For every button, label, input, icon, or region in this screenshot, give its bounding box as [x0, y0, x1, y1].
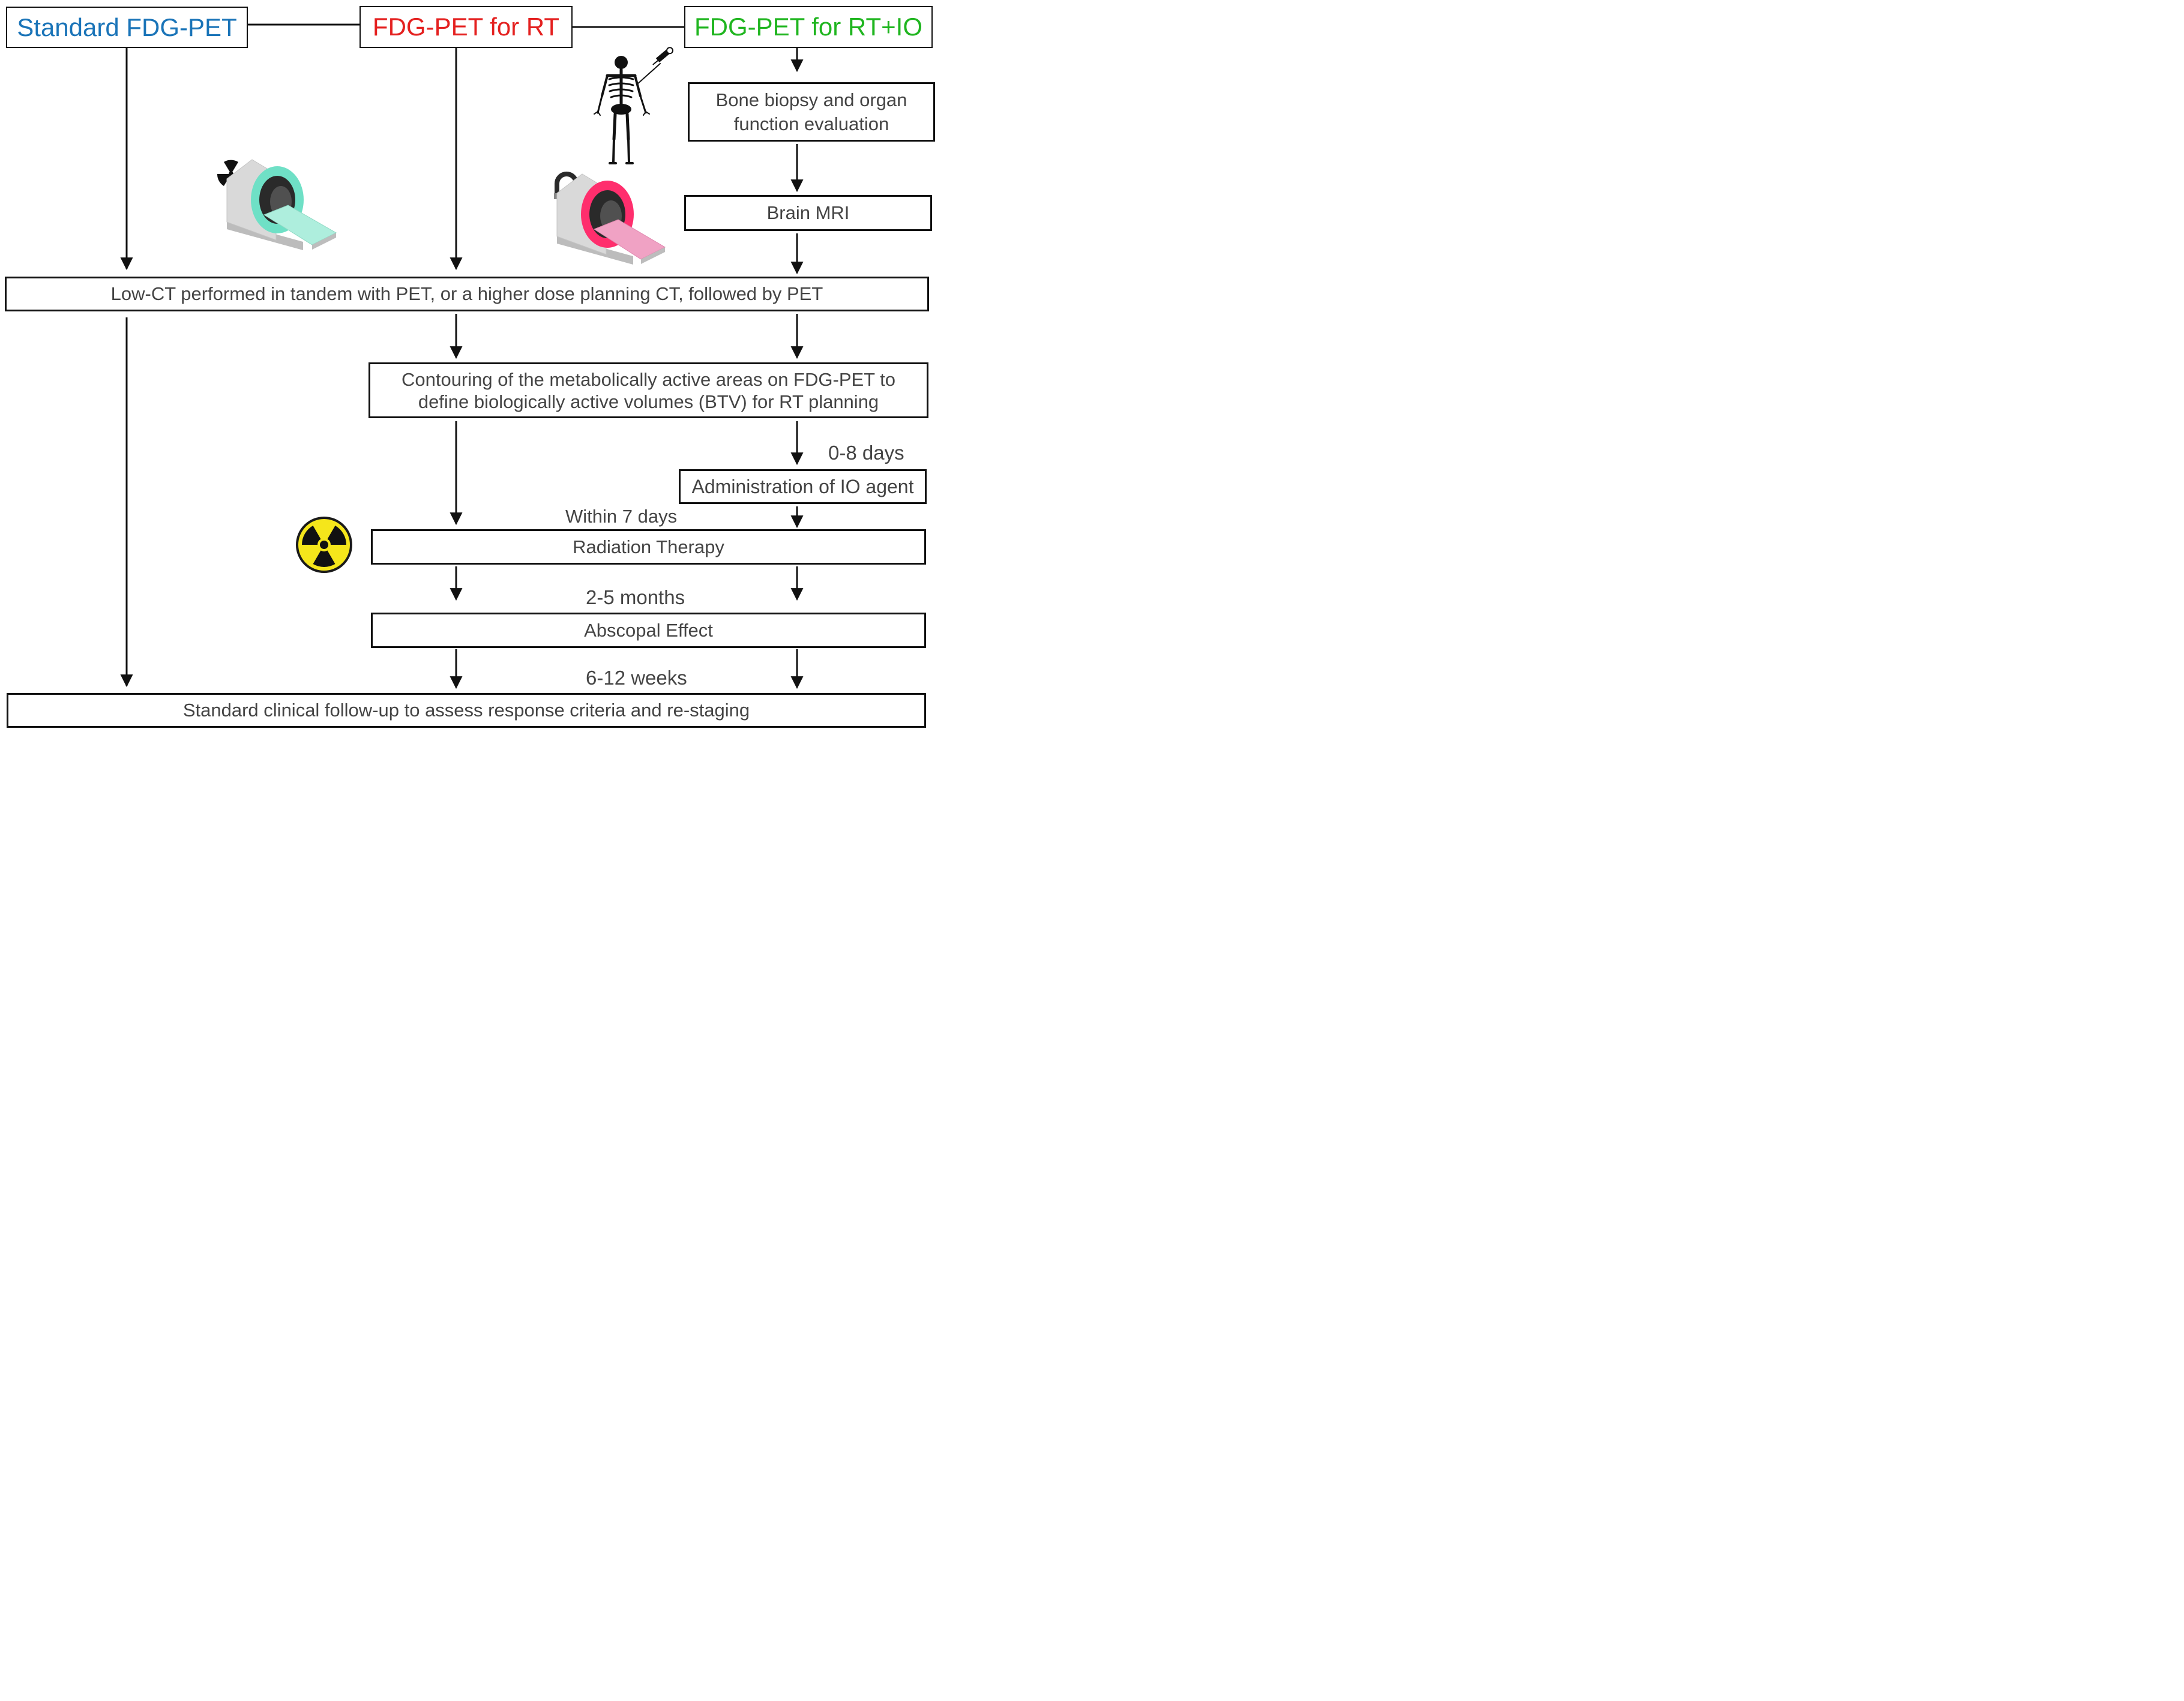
interval-io-delay: 0-8 days — [828, 442, 904, 464]
bone-biopsy-line-2: function evaluation — [733, 113, 889, 134]
brain-mri-box: Brain MRI — [684, 195, 932, 231]
pet-ct-scanner-icon — [217, 159, 337, 250]
low-ct-box: Low-CT performed in tandem with PET, or … — [5, 277, 929, 311]
radiation-therapy-label: Radiation Therapy — [573, 536, 724, 557]
bone-biopsy-line-1: Bone biopsy and organ — [715, 89, 907, 110]
follow-up-box: Standard clinical follow-up to assess re… — [7, 693, 926, 728]
bone-biopsy-box: Bone biopsy and organ function evaluatio… — [688, 82, 935, 142]
radiation-therapy-box: Radiation Therapy — [371, 529, 926, 565]
brain-mri-label: Brain MRI — [766, 202, 850, 223]
header-fdg-pet-rt-io: FDG-PET for RT+IO — [684, 6, 933, 48]
contouring-line-2: define biologically active volumes (BTV)… — [418, 391, 879, 412]
abscopal-effect-label: Abscopal Effect — [584, 619, 713, 641]
contouring-line-1: Contouring of the metabolically active a… — [401, 368, 896, 390]
io-agent-label: Administration of IO agent — [691, 476, 914, 497]
interval-rt-delay: Within 7 days — [565, 506, 678, 527]
io-agent-box: Administration of IO agent — [679, 469, 927, 504]
interval-abscopal-delay: 2-5 months — [586, 586, 685, 608]
header-fdg-pet-rt: FDG-PET for RT — [359, 6, 573, 48]
mri-scanner-icon — [554, 172, 666, 265]
header-rt-label: FDG-PET for RT — [372, 13, 560, 41]
flow-connectors — [120, 23, 804, 689]
header-rt-io-label: FDG-PET for RT+IO — [694, 13, 922, 41]
follow-up-label: Standard clinical follow-up to assess re… — [182, 700, 750, 721]
header-standard-label: Standard FDG-PET — [17, 13, 237, 41]
contouring-box: Contouring of the metabolically active a… — [369, 362, 928, 418]
low-ct-label: Low-CT performed in tandem with PET, or … — [110, 283, 823, 304]
header-standard-fdg-pet: Standard FDG-PET — [6, 7, 248, 48]
biopsy-needle-icon — [652, 47, 673, 65]
interval-followup-delay: 6-12 weeks — [586, 667, 687, 689]
skeleton-biopsy-icon — [594, 47, 673, 164]
radiation-hazard-icon — [296, 517, 352, 573]
abscopal-effect-box: Abscopal Effect — [371, 613, 926, 648]
